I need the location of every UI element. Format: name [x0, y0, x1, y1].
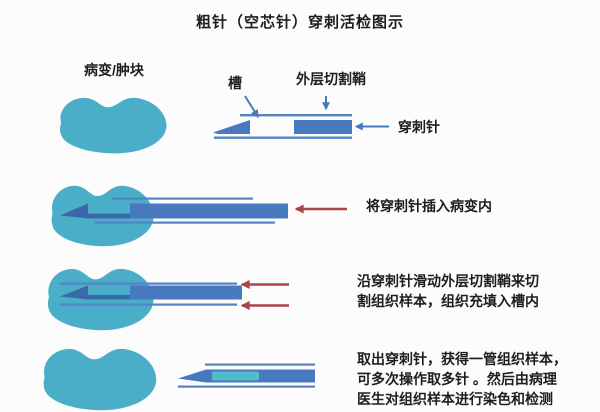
sheath-top-line [240, 114, 352, 117]
needle-shaft [130, 285, 242, 300]
needle-shaft [130, 203, 288, 219]
lesion-shape [60, 97, 167, 154]
needle-tip [60, 285, 88, 300]
sheath-bottom-line [178, 385, 315, 388]
outer-sheath-label: 外层切割鞘 [296, 71, 366, 87]
sheath-top-line [205, 363, 315, 366]
sheath-bottom-line [214, 136, 352, 139]
needle-inserted [60, 197, 347, 224]
step-3-text: 取出穿刺针，获得一管组织样本， 可多次操作取多针 。然后由病理 医生对组织样本进… [357, 351, 567, 407]
needle-groove-floor [86, 295, 132, 300]
needle-tip [178, 369, 206, 383]
lesion-shape [47, 268, 154, 331]
needle-shaft [294, 120, 352, 134]
needle-tip [60, 203, 88, 219]
sheath-top-line [112, 197, 253, 200]
step-2-text: 沿穿刺针滑动外层切割鞘来切 割组织样本，组织充填入槽内 [357, 273, 539, 309]
lesion-shape [43, 348, 157, 411]
needle-groove-floor [86, 213, 132, 219]
page-title: 粗针（空芯针）穿刺活检图示 [195, 14, 404, 31]
groove-label: 槽 [228, 75, 242, 91]
needle-with-sample [178, 363, 315, 388]
needle-with-sheath-advanced [60, 280, 289, 310]
tissue-sample [212, 371, 259, 381]
step-1-text: 将穿刺针插入病变内 [366, 198, 492, 214]
needle-label: 穿刺针 [398, 119, 440, 135]
sheath-bottom-line [95, 221, 275, 224]
needle-tip [213, 120, 250, 134]
lesion-label: 病变/肿块 [84, 62, 144, 78]
sheath-bottom-line [60, 303, 237, 306]
needle-diagram [213, 95, 389, 139]
sheath-top-line [60, 282, 237, 285]
groove-pointer-arrow-icon [244, 95, 259, 119]
